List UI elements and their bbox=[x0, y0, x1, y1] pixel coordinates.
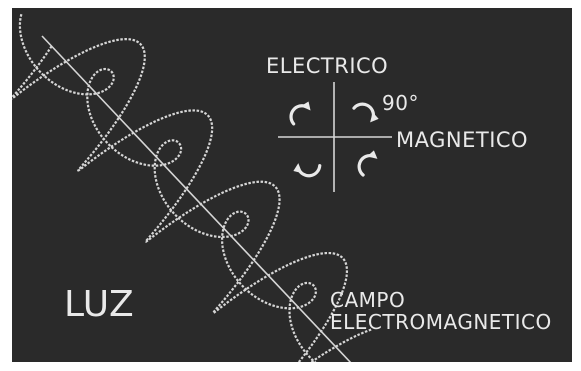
light-label: LUZ bbox=[64, 284, 135, 325]
electric-field-wave bbox=[12, 38, 373, 362]
diagram-panel: ELECTRICO 90° MAGNETICO LUZ CAMPO ELECTR… bbox=[12, 8, 572, 362]
angle-label: 90° bbox=[382, 91, 419, 115]
electromagnetic-field-label: CAMPO ELECTROMAGNETICO bbox=[330, 288, 552, 334]
diagram-canvas bbox=[12, 13, 392, 362]
electromagnetic-field-label-line2: ELECTROMAGNETICO bbox=[330, 309, 552, 334]
electromagnetic-field-label-line1: CAMPO bbox=[330, 288, 406, 312]
magnetic-field-wave bbox=[18, 13, 317, 362]
magnetic-field-label: MAGNETICO bbox=[396, 128, 529, 152]
curved-arrow-icon bbox=[357, 150, 378, 177]
curved-arrow-icon bbox=[289, 101, 311, 126]
propagation-axis bbox=[41, 35, 352, 362]
electric-field-label: ELECTRICO bbox=[266, 54, 389, 78]
curved-arrow-icon bbox=[293, 163, 322, 178]
electromagnetic-wave-icon bbox=[12, 13, 373, 362]
curved-arrow-icon bbox=[352, 102, 379, 123]
